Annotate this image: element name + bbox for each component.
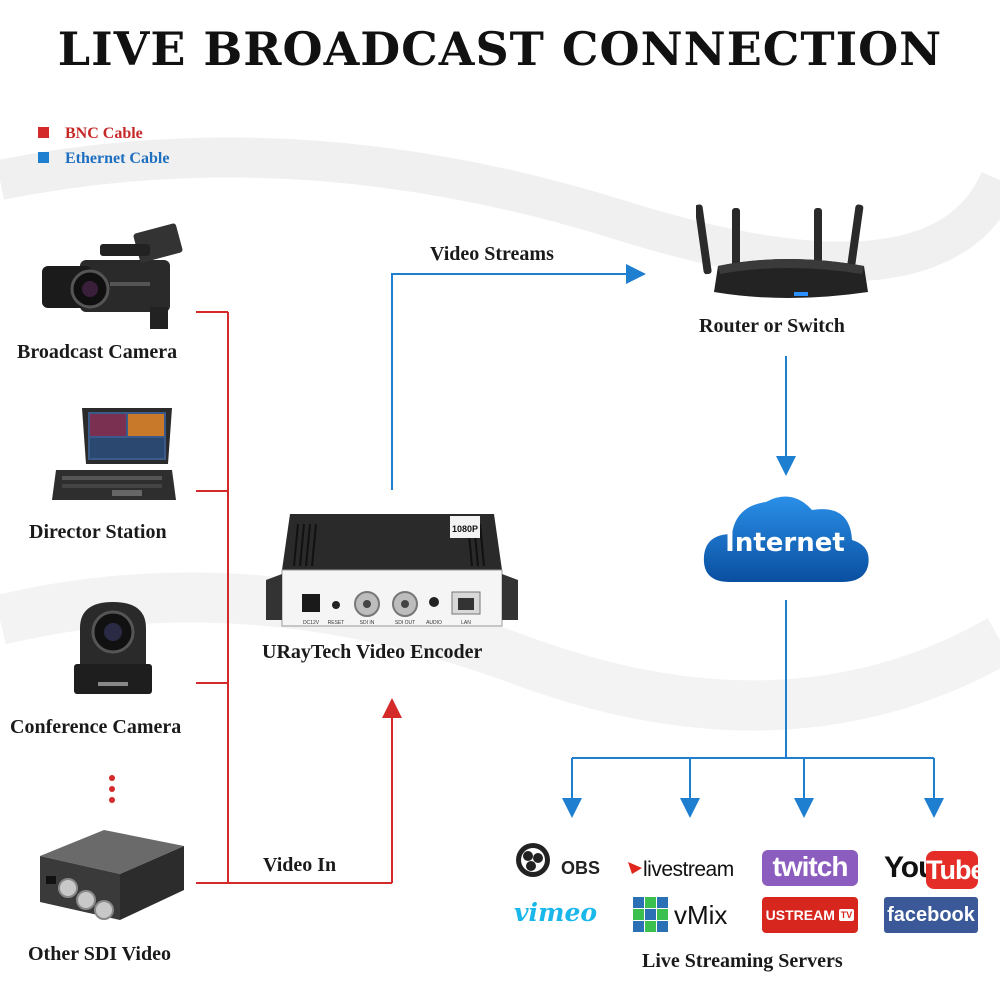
director-station-icon	[52, 408, 176, 500]
legend-ethernet: Ethernet Cable	[38, 150, 169, 168]
ustream-logo-text: USTREAM	[765, 907, 835, 923]
ustream-tv-badge: TV	[838, 909, 855, 921]
page-title: LIVE BROADCAST CONNECTION	[57, 22, 943, 76]
ustream-logo: USTREAM TV	[762, 897, 858, 933]
legend-ethernet-label: Ethernet Cable	[65, 150, 170, 167]
director-station-label: Director Station	[29, 521, 167, 543]
encoder-label: URayTech Video Encoder	[262, 641, 483, 663]
port-sdi-in: SDI IN	[360, 620, 375, 626]
livestream-icon	[628, 862, 642, 874]
port-lan: LAN	[461, 620, 471, 626]
broadcast-camera-icon	[42, 223, 183, 329]
port-sdi-out: SDI OUT	[395, 620, 415, 626]
video-encoder-icon: 1080P DC12V RESET SDI IN SDI OUT AUDIO L…	[266, 514, 518, 627]
router-label: Router or Switch	[699, 315, 845, 337]
router-icon	[696, 204, 868, 298]
bnc-collector-lines	[196, 311, 402, 884]
livestream-logo-text: livestream	[643, 858, 734, 881]
encoder-badge: 1080P	[452, 524, 478, 534]
vmix-logo-text: vMix	[674, 900, 728, 930]
legend-bnc: BNC Cable	[38, 125, 143, 143]
internet-cloud-icon	[703, 496, 869, 582]
internet-label: Internet	[725, 528, 845, 558]
obs-icon	[516, 843, 550, 877]
port-reset: RESET	[328, 620, 345, 626]
conference-camera-icon	[74, 602, 152, 694]
servers-label: Live Streaming Servers	[642, 950, 843, 972]
ethernet-lines	[391, 264, 944, 818]
video-in-label: Video In	[263, 854, 337, 876]
video-streams-label: Video Streams	[430, 243, 554, 265]
other-sdi-label: Other SDI Video	[28, 943, 171, 965]
legend-bnc-swatch	[38, 127, 49, 138]
facebook-logo: facebook	[884, 897, 978, 933]
twitch-logo: twitch	[762, 850, 858, 886]
port-dc12v: DC12V	[303, 620, 320, 626]
youtube-logo-tube: Tube	[926, 851, 986, 889]
sdi-splitter-icon	[40, 830, 184, 920]
vimeo-logo: vimeo	[514, 898, 598, 927]
port-audio: AUDIO	[426, 620, 442, 626]
conference-camera-label: Conference Camera	[10, 716, 182, 738]
legend-ethernet-swatch	[38, 152, 49, 163]
obs-logo-text: OBS	[561, 858, 601, 878]
legend-bnc-label: BNC Cable	[65, 125, 143, 142]
broadcast-camera-label: Broadcast Camera	[17, 341, 178, 363]
more-devices-dots	[109, 775, 115, 803]
vmix-icon	[633, 897, 668, 932]
